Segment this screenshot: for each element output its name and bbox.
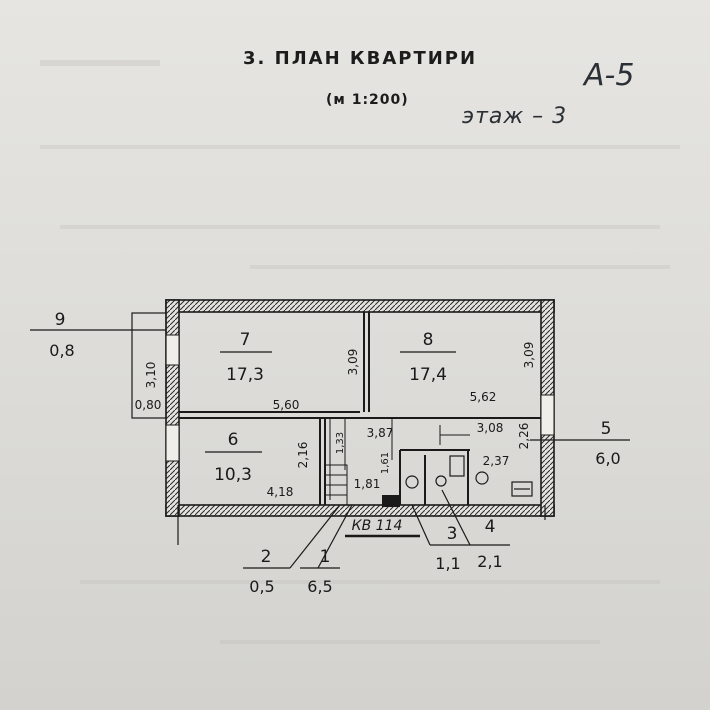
dim-4-18: 4,18 bbox=[267, 485, 294, 499]
room-1-area: 6,5 bbox=[307, 577, 332, 596]
dim-3-08: 3,08 bbox=[477, 421, 504, 435]
room-7-number: 7 bbox=[240, 330, 251, 350]
room-2-number: 2 bbox=[261, 547, 272, 567]
room-8-area: 17,4 bbox=[409, 365, 447, 385]
dim-2-37: 2,37 bbox=[483, 454, 510, 468]
room-4-number: 4 bbox=[485, 517, 496, 537]
dim-3-09-a: 3,09 bbox=[346, 349, 360, 376]
room-3-number: 3 bbox=[447, 524, 458, 544]
room-9-outline bbox=[30, 312, 167, 419]
bathroom-fixtures bbox=[405, 455, 533, 497]
handwritten-floor: этаж – 3 bbox=[462, 104, 568, 129]
leader-lines bbox=[177, 439, 630, 569]
dim-5-62: 5,62 bbox=[470, 390, 497, 404]
windows bbox=[165, 334, 555, 462]
room-labels: 7 17,3 8 17,4 6 10,3 9 0,8 5 6,0 2 0,5 1… bbox=[49, 310, 620, 596]
room-9-area: 0,8 bbox=[49, 341, 74, 360]
dim-3-09-b: 3,09 bbox=[522, 342, 536, 369]
bleed-line bbox=[40, 145, 680, 149]
dim-2-16: 2,16 bbox=[296, 442, 310, 469]
apartment-number: КВ 114 bbox=[352, 518, 403, 534]
dim-3-10: 3,10 bbox=[144, 362, 158, 389]
room-8-number: 8 bbox=[423, 330, 434, 350]
entry-steps bbox=[324, 464, 348, 506]
room-5-number: 5 bbox=[601, 419, 612, 439]
dim-1-33: 1,33 bbox=[335, 432, 346, 454]
dimension-labels: 3,10 0,80 3,09 3,09 5,60 5,62 2,16 1,33 … bbox=[135, 342, 536, 499]
bleed-line bbox=[250, 265, 670, 269]
bleed-line bbox=[220, 640, 600, 644]
dim-1-81: 1,81 bbox=[354, 477, 381, 491]
dim-5-60: 5,60 bbox=[273, 398, 300, 412]
room-4-area: 2,1 bbox=[477, 552, 502, 571]
plan-title: 3. ПЛАН КВАРТИРИ bbox=[243, 48, 478, 69]
room-6-area: 10,3 bbox=[214, 465, 252, 485]
bleed-line bbox=[40, 60, 160, 66]
room-9-number: 9 bbox=[55, 310, 66, 330]
room-3-area: 1,1 bbox=[435, 554, 460, 573]
room-2-area: 0,5 bbox=[249, 577, 274, 596]
room-7-area: 17,3 bbox=[226, 365, 264, 385]
plan-scale: (м 1:200) bbox=[326, 92, 409, 108]
dim-0-80: 0,80 bbox=[135, 398, 162, 412]
handwritten-code: А-5 bbox=[584, 58, 635, 93]
room-6-number: 6 bbox=[228, 430, 239, 450]
dim-3-87: 3,87 bbox=[367, 426, 394, 440]
dim-1-61: 1,61 bbox=[380, 452, 391, 474]
dimension-lines bbox=[329, 418, 470, 500]
bleed-line bbox=[60, 225, 660, 229]
bleed-line bbox=[80, 580, 660, 584]
room-5-area: 6,0 bbox=[595, 449, 620, 468]
entrance-door bbox=[382, 495, 400, 507]
dim-2-26: 2,26 bbox=[517, 423, 531, 450]
room-1-number: 1 bbox=[320, 547, 331, 567]
